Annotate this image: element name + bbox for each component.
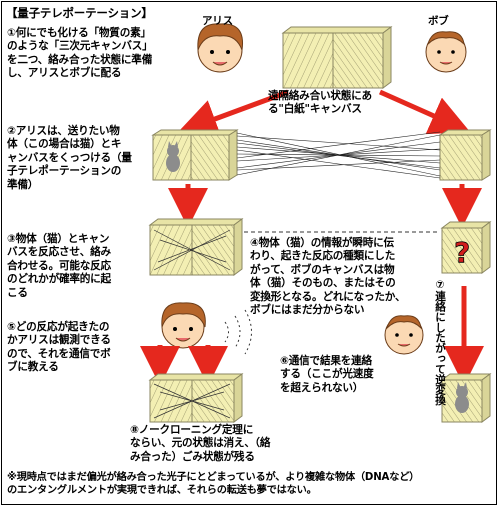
bob-canvas-question — [440, 221, 492, 274]
step-5-text: ⑤どの反応が起きたの かアリスは観測できる ので、それを通信でボ ブに教える — [7, 321, 111, 374]
alice-label: アリス — [202, 15, 233, 27]
alice-garbage-canvas — [148, 373, 244, 423]
arrow-to-alice — [177, 89, 289, 138]
signal-waves — [224, 309, 252, 355]
step-7-text: ⑦連絡にしたがって逆変換 — [434, 279, 446, 406]
canvas-note-text: 遠隔絡み合い状態にあ る"白紙"キャンバス — [268, 90, 372, 116]
bob-canvas-with-cat — [440, 373, 492, 423]
alice-reacted-canvas — [148, 218, 244, 276]
bob-label: ボブ — [428, 15, 449, 27]
step-3-text: ③物体（猫）とキャン バスを反応させ、絡み 合わせる。可能な反応 のどれかが確率… — [7, 233, 111, 299]
alice-face-top — [197, 23, 244, 73]
entanglement-lines — [236, 131, 441, 179]
bob-face-middle — [384, 315, 424, 355]
bob-canvas-row2 — [438, 129, 492, 181]
question-mark: ? — [454, 236, 470, 269]
step-2-text: ②アリスは、送りたい物 体（この場合は猫）とキ ャンバスをくっつける（量 子テレ… — [7, 125, 132, 191]
alice-face-middle — [161, 302, 206, 349]
step-1-text: ①何にでも化ける「物質の素」 のような「三次元キャンバス」 を二つ、絡み合った状… — [7, 27, 153, 80]
top-canvas-pair — [281, 26, 393, 89]
arrow-to-bob — [378, 89, 471, 135]
step-6-text: ⑥通信で結果を連絡 する（ここが光速度 を超えられない） — [280, 355, 374, 394]
step-4-text: ④物体（猫）の情報が瞬時に伝 わり、起きた反応の種類にした がって、ボブのキャン… — [250, 237, 406, 317]
step-8-text: ⑧ノークローニング定理に ならい、元の状態は消え、（絡 み合った）ごみ状態が残る — [130, 424, 271, 463]
bob-face-top — [425, 31, 467, 73]
diagram-title: 【量子テレポーテーション】 — [6, 6, 153, 20]
footnote-text: ※現時点ではまだ偏光が絡み合った光子にとどまっているが、より複雑な物体（DNAな… — [7, 472, 420, 497]
alice-canvas-with-cat — [151, 129, 239, 181]
